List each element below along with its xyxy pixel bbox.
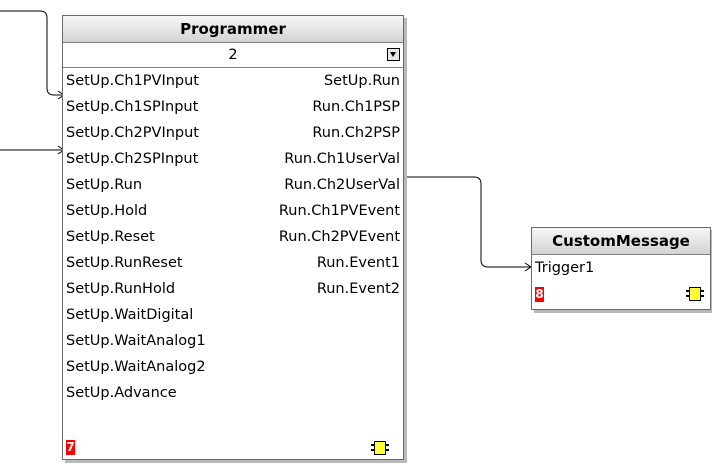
port-row: SetUp.RunHold Run.Event2	[63, 276, 403, 302]
port-row: SetUp.Ch1SPInput Run.Ch1PSP	[63, 94, 403, 120]
programmer-title: Programmer	[63, 16, 403, 43]
input-port-trigger1[interactable]: Trigger1	[535, 260, 595, 276]
custom-message-title: CustomMessage	[532, 228, 710, 255]
function-block-icon[interactable]	[686, 287, 704, 301]
output-port-event1[interactable]: Run.Event1	[316, 255, 400, 271]
port-row: SetUp.Ch1PVInput SetUp.Run	[63, 68, 403, 94]
port-row: Trigger1	[532, 255, 710, 281]
port-row: SetUp.Advance	[63, 380, 403, 406]
programmer-select-value: 2	[228, 47, 238, 63]
output-port-ch2userval[interactable]: Run.Ch2UserVal	[284, 177, 400, 193]
input-port-ch2spinput[interactable]: SetUp.Ch2SPInput	[66, 151, 199, 167]
input-port-hold[interactable]: SetUp.Hold	[66, 203, 148, 219]
input-port-waitanalog1[interactable]: SetUp.WaitAnalog1	[66, 333, 206, 349]
custom-message-block[interactable]: CustomMessage Trigger1 8	[531, 227, 711, 310]
port-row: SetUp.Hold Run.Ch1PVEvent	[63, 198, 403, 224]
port-row: SetUp.Reset Run.Ch2PVEvent	[63, 224, 403, 250]
wire-ch1pv-input	[0, 10, 64, 96]
output-port-ch2pvevent[interactable]: Run.Ch2PVEvent	[278, 229, 400, 245]
programmer-instance-select[interactable]: 2	[63, 43, 403, 68]
port-row: SetUp.RunReset Run.Event1	[63, 250, 403, 276]
output-port-ch1pvevent[interactable]: Run.Ch1PVEvent	[278, 203, 400, 219]
output-port-ch2psp[interactable]: Run.Ch2PSP	[312, 125, 400, 141]
wire-userval-to-trigger	[402, 176, 531, 268]
programmer-instance-badge: 7	[66, 440, 75, 455]
input-port-waitdigital[interactable]: SetUp.WaitDigital	[66, 307, 194, 323]
custom-message-instance-badge: 8	[535, 287, 544, 302]
input-port-ch1spinput[interactable]: SetUp.Ch1SPInput	[66, 99, 199, 115]
input-port-ch1pvinput[interactable]: SetUp.Ch1PVInput	[66, 73, 199, 89]
chevron-down-icon[interactable]	[387, 48, 400, 61]
input-port-runreset[interactable]: SetUp.RunReset	[66, 255, 183, 271]
port-row: SetUp.Ch2SPInput Run.Ch1UserVal	[63, 146, 403, 172]
function-block-icon[interactable]	[371, 441, 389, 455]
port-row: SetUp.WaitAnalog1	[63, 328, 403, 354]
port-row: SetUp.WaitAnalog2	[63, 354, 403, 380]
port-row: SetUp.Ch2PVInput Run.Ch2PSP	[63, 120, 403, 146]
output-port-ch1userval[interactable]: Run.Ch1UserVal	[284, 151, 400, 167]
input-port-reset[interactable]: SetUp.Reset	[66, 229, 155, 245]
input-port-ch2pvinput[interactable]: SetUp.Ch2PVInput	[66, 125, 199, 141]
output-port-setup-run[interactable]: SetUp.Run	[323, 73, 400, 89]
port-row: SetUp.Run Run.Ch2UserVal	[63, 172, 403, 198]
input-port-run[interactable]: SetUp.Run	[66, 177, 143, 193]
output-port-ch1psp[interactable]: Run.Ch1PSP	[312, 99, 400, 115]
input-port-runhold[interactable]: SetUp.RunHold	[66, 281, 176, 297]
programmer-ports: SetUp.Ch1PVInput SetUp.Run SetUp.Ch1SPIn…	[63, 68, 403, 458]
output-port-event2[interactable]: Run.Event2	[316, 281, 400, 297]
port-row: SetUp.WaitDigital	[63, 302, 403, 328]
programmer-block[interactable]: Programmer 2 SetUp.Ch1PVInput SetUp.Run …	[62, 15, 404, 460]
input-port-advance[interactable]: SetUp.Advance	[66, 385, 177, 401]
input-port-waitanalog2[interactable]: SetUp.WaitAnalog2	[66, 359, 206, 375]
